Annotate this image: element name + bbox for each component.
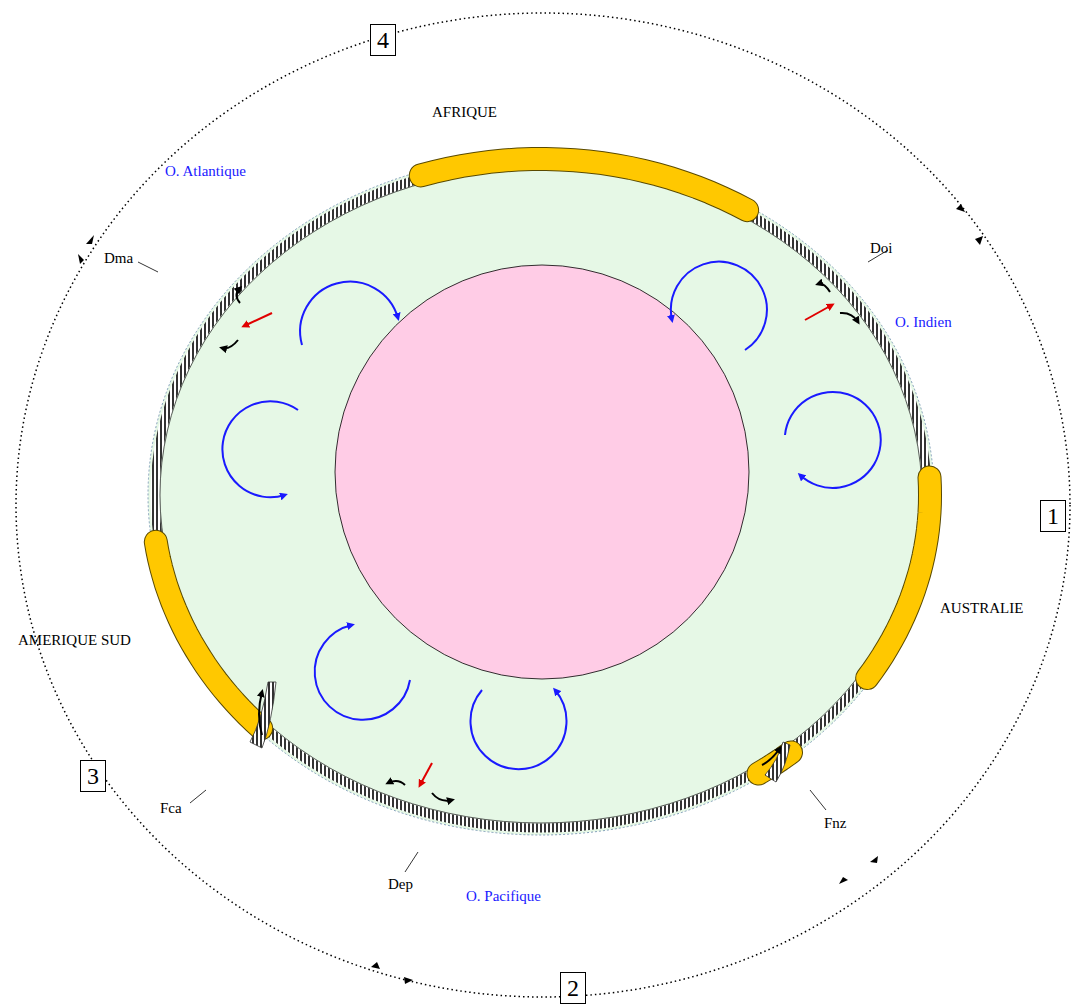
lithosphere-edge [160,167,922,823]
feature-label: Fca [160,800,182,817]
continent [156,542,261,729]
slab [765,742,790,782]
lithosphere [155,162,927,828]
outer-dotted-circle [16,13,1070,997]
continent [421,159,747,210]
callout-number: 4 [370,24,396,56]
core [335,265,749,679]
continents [156,159,930,774]
continent [867,477,930,678]
callout-number: 1 [1040,500,1066,532]
feature-label: Doi [870,240,893,257]
continent-label: AMERIQUE SUD [18,632,131,649]
continent-outline [156,542,261,729]
ridge-arrows [222,284,858,801]
slab [250,682,276,748]
mantle [148,155,934,835]
leader-lines [138,250,888,872]
continent-outline [867,477,930,678]
ocean-label: O. Indien [895,314,952,331]
feature-label: Dep [388,876,413,893]
ocean-label: O. Atlantique [165,163,246,180]
ocean-label: O. Pacifique [466,888,541,905]
feature-label: Dma [104,250,133,267]
continent-label: AUSTRALIE [940,600,1023,617]
convection-cells [222,262,880,769]
continent-label: AFRIQUE [432,104,497,121]
feature-label: Fnz [824,815,847,832]
callout-number: 3 [80,760,106,792]
continent-outline [421,159,747,210]
callout-number: 2 [560,972,586,1004]
